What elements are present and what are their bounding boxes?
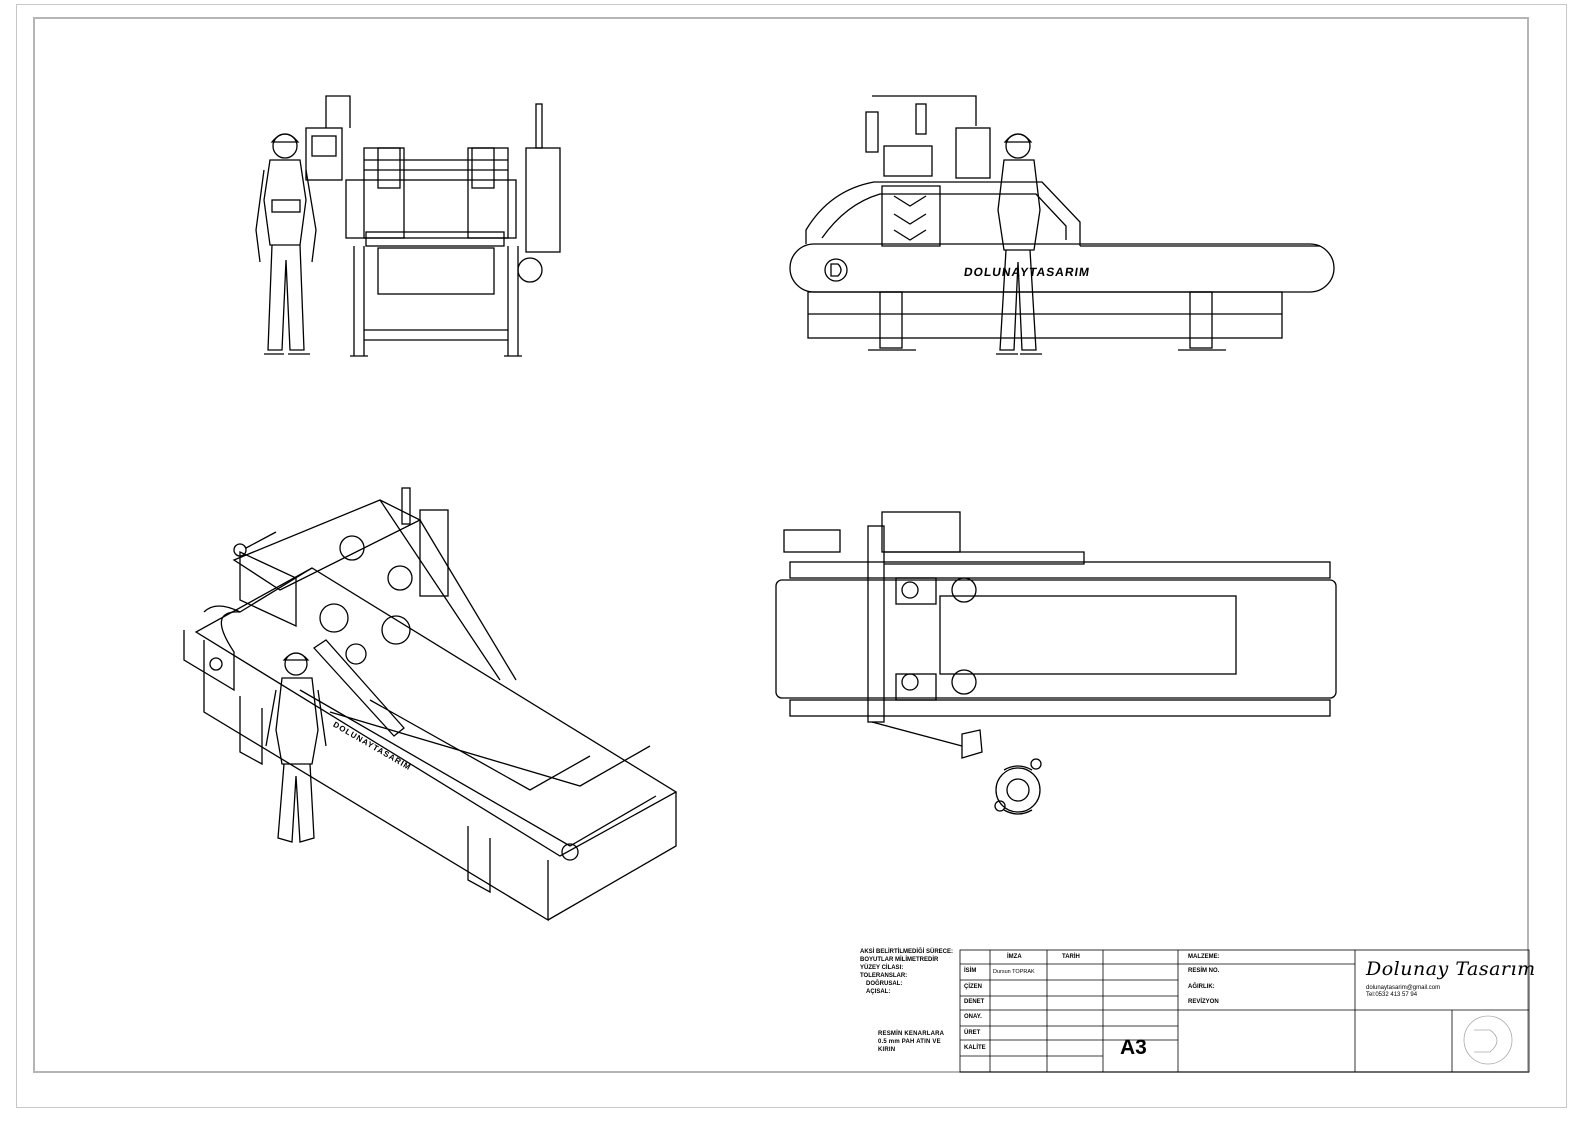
company-logo-text: Dolunay Tasarım [1366, 958, 1536, 980]
machine-lettering-side: DOLUNAYTASARIM [963, 265, 1091, 279]
conveyor-belt-top [775, 579, 1337, 699]
header-imza: İMZA [1007, 954, 1022, 960]
field-agirlik: AĞIRLIK: [1188, 984, 1215, 990]
note-line: TOLERANSLAR: [860, 973, 908, 979]
electric-cabinet-front [525, 147, 561, 253]
control-panel-front [305, 127, 343, 181]
edge-note-line: KIRIN [878, 1047, 896, 1053]
row-cizen: ÇİZEN [964, 984, 982, 990]
row-uret: ÜRET [964, 1030, 981, 1036]
operator-figure-top [994, 758, 1042, 815]
edge-note-line: RESMİN KENARLARA [878, 1031, 945, 1037]
field-malzeme: MALZEME: [1188, 954, 1220, 960]
row-kalite: KALİTE [964, 1045, 986, 1051]
operator-figure-front [255, 133, 317, 355]
isometric-view [183, 487, 678, 922]
row-onay: ONAY. [964, 1014, 982, 1020]
front-view [255, 95, 561, 357]
title-block-grid [959, 949, 1530, 1073]
side-view [789, 95, 1335, 355]
logo-circle-side [824, 258, 848, 282]
sheet-size: A3 [1120, 1036, 1147, 1059]
sheet-inner-border [33, 17, 1529, 1073]
edge-note-line: 0.5 mm PAH ATIN VE [878, 1039, 941, 1045]
sheet-outer-border [16, 4, 1567, 1108]
operator-figure-side [996, 133, 1042, 355]
note-line: AÇISAL: [866, 989, 891, 995]
company-contact: dolunaytasarim@gmail.com Tel:0532 413 57… [1366, 985, 1440, 999]
edge-note: RESMİN KENARLARA 0.5 mm PAH ATIN VE KIRI… [878, 1030, 944, 1054]
top-view [775, 511, 1337, 815]
company-email: dolunaytasarim@gmail.com [1366, 985, 1441, 991]
field-resim-no: RESİM NO. [1188, 968, 1220, 974]
tolerance-notes: AKSİ BELİRTİLMEDİĞİ SÜRECE: BOYUTLAR MİL… [860, 948, 965, 996]
row-isim: İSİM [964, 968, 977, 974]
note-line: AKSİ BELİRTİLMEDİĞİ SÜRECE: [860, 949, 954, 955]
note-line: YÜZEY CİLASI: [860, 965, 904, 971]
note-line: DOĞRUSAL: [866, 981, 903, 987]
header-tarih: TARİH [1062, 954, 1080, 960]
operator-figure-iso [265, 652, 327, 843]
drawer-name: Dursun TOPRAK [993, 969, 1035, 975]
company-phone: Tel:0532 413 57 94 [1366, 992, 1418, 998]
note-line: BOYUTLAR MİLİMETREDİR [860, 957, 939, 963]
field-revizyon: REVİZYON [1188, 999, 1219, 1005]
row-denet: DENET [964, 999, 985, 1005]
